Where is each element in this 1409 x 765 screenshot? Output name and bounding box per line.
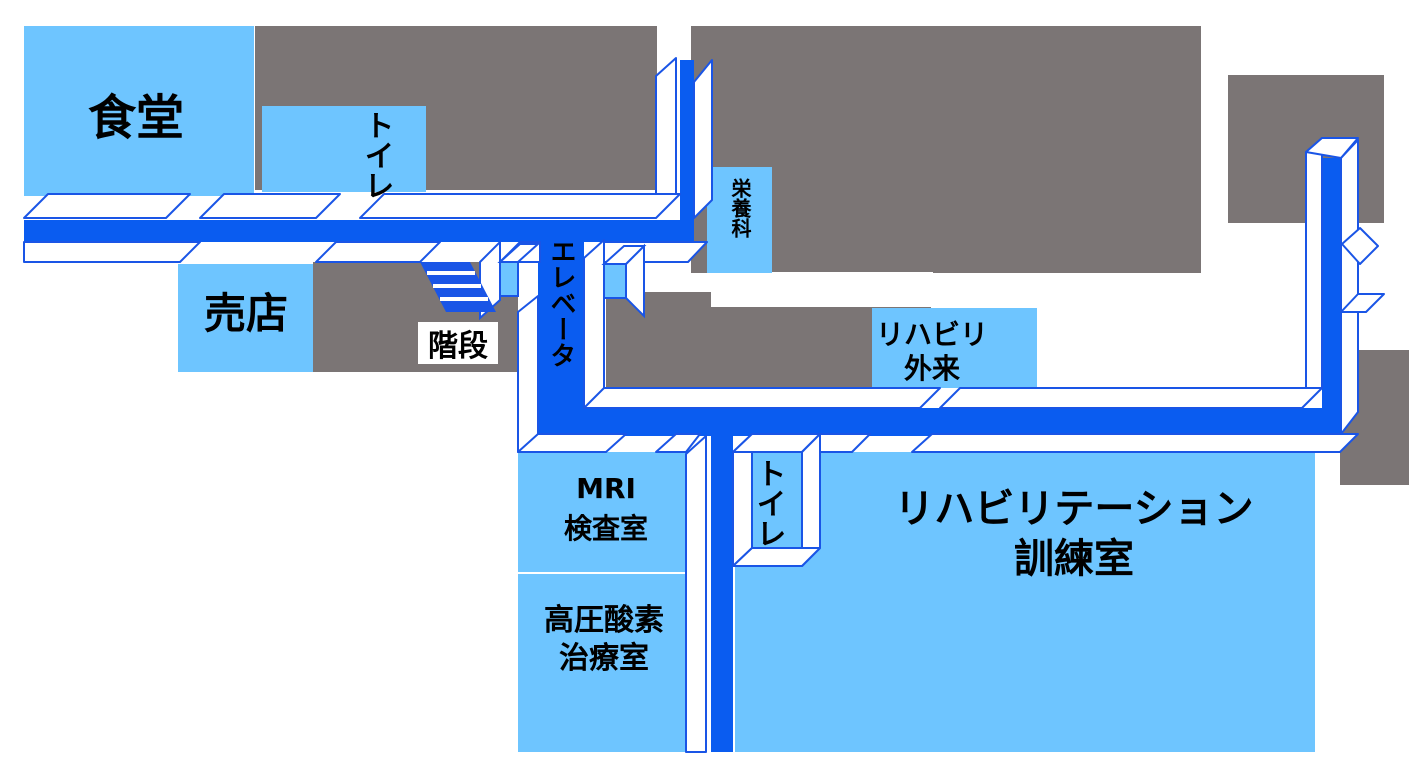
wall-block-north-center	[691, 26, 1201, 273]
nutrition-label: 栄養科	[728, 177, 752, 238]
cafeteria-label: 食堂	[88, 90, 184, 146]
elevator-door-right	[603, 263, 627, 299]
elevator-door-left	[499, 261, 519, 297]
nutrition-room	[707, 167, 772, 273]
walkway-south-lower-1	[517, 433, 627, 453]
stairs-graphic	[420, 262, 496, 312]
rehab-training-label-1: リハビリテーション	[894, 486, 1253, 532]
elevator-label: エレベータ	[546, 238, 576, 368]
rehab-outpatient-room	[872, 308, 1037, 388]
room-blocks	[24, 26, 1315, 752]
walkway-east-top	[1305, 137, 1359, 159]
walkway-west-lower-2	[315, 241, 441, 263]
corridor-main-west	[24, 220, 694, 242]
hyperbaric-room	[518, 574, 686, 752]
stairs-label: 階段	[428, 329, 488, 364]
rehab-outpatient-label-2: 外来	[904, 352, 960, 385]
walkway-north-shaft-right	[693, 59, 713, 219]
corridor-north-west-shaft	[680, 60, 694, 242]
mri-label-1: MRI	[576, 472, 636, 505]
mri-room	[518, 452, 686, 572]
walkway-toilet-south-right	[801, 433, 821, 567]
mri-label-2: 検査室	[564, 512, 648, 545]
walkway-south-shaft-right	[732, 433, 753, 567]
corridor-main-south	[538, 408, 1341, 436]
toilet-south-label: トイレ	[751, 458, 786, 548]
walkway-east-shaft-left	[1305, 137, 1323, 389]
elevator-door-left-top	[497, 243, 541, 263]
floor-gap	[711, 272, 933, 307]
walkway-north-shaft-left	[655, 57, 677, 195]
rehab-training-room	[735, 452, 1315, 752]
hyperbaric-label-1: 高圧酸素	[544, 603, 664, 638]
walkway-west-upper-1	[23, 193, 191, 219]
east-notch	[1340, 293, 1385, 313]
hyperbaric-label-2: 治療室	[559, 641, 649, 676]
shop-label: 売店	[204, 289, 288, 338]
rehab-training-label-2: 訓練室	[1014, 536, 1134, 582]
corridor-dark	[24, 60, 1341, 752]
walkway-south-lower-2	[655, 433, 701, 453]
rehab-outpatient-label-1: リハビリ	[876, 318, 988, 351]
shop-room	[178, 264, 313, 372]
walkway-east-shaft-right	[1340, 139, 1359, 435]
elevator-doors	[479, 239, 647, 321]
toilet-north-label: トイレ	[359, 110, 394, 200]
walkway-west-upper-3	[359, 193, 681, 219]
toilet-north-room	[262, 106, 426, 192]
walkway-south-lower-4	[911, 433, 1359, 453]
corridor-south-shaft	[711, 436, 733, 752]
walkway-toilet-south-bottom	[732, 547, 821, 567]
walkway-elevator-left	[517, 295, 539, 453]
walkway-south-shaft-left	[685, 435, 707, 753]
walkways	[23, 57, 1385, 753]
walkway-elevator-right	[583, 239, 605, 409]
walkway-west-lower-1	[23, 241, 201, 263]
east-diamond	[1341, 227, 1379, 265]
walkway-west-upper-2	[199, 193, 341, 219]
walkway-south-upper-2	[939, 387, 1323, 409]
cafeteria-room	[24, 26, 254, 196]
stairs-label-bg	[418, 322, 498, 364]
walkway-south-upper-1	[583, 387, 941, 409]
elevator-door-right-top	[601, 245, 647, 265]
corridor-east-shaft	[1322, 158, 1341, 436]
corridor-elevator-shaft	[538, 240, 584, 436]
